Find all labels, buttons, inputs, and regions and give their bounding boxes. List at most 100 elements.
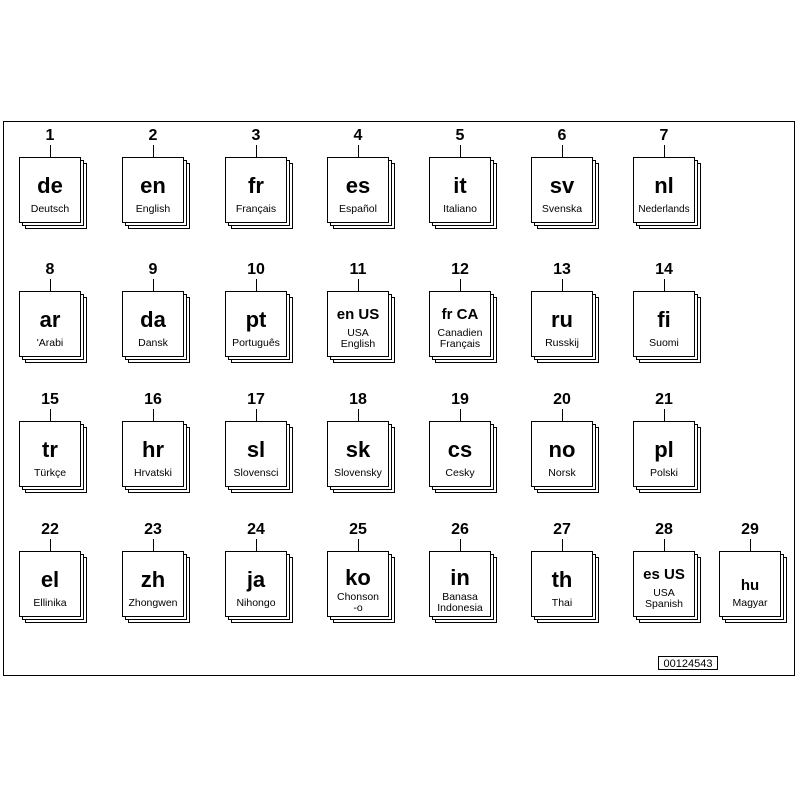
language-code: pt (245, 307, 267, 332)
language-name: Slovensky (334, 467, 382, 479)
book-number: 5 (455, 127, 465, 144)
leader-line (50, 539, 51, 551)
book-number: 27 (553, 521, 571, 538)
language-code: sl (246, 437, 266, 462)
diagram-frame (3, 121, 795, 676)
language-code: es US (643, 566, 685, 583)
language-code: ko (345, 565, 371, 590)
leader-line (256, 145, 257, 157)
language-code: sv (549, 173, 575, 198)
leader-line (460, 145, 461, 157)
language-code: tr (42, 437, 58, 462)
book-number: 11 (349, 261, 367, 278)
leader-line (50, 279, 51, 291)
leader-line (256, 409, 257, 421)
language-code: ar (39, 307, 61, 332)
language-name: English (340, 338, 376, 350)
leader-line (664, 539, 665, 551)
leader-line (50, 409, 51, 421)
language-code: no (548, 437, 576, 462)
language-name: Português (232, 337, 280, 349)
leader-line (664, 409, 665, 421)
leader-line (256, 279, 257, 291)
leader-line (562, 539, 563, 551)
language-name: Chonson (336, 591, 380, 603)
language-code: it (453, 173, 467, 198)
language-name: Magyar (732, 597, 768, 609)
language-name: Slovensci (233, 467, 279, 479)
book-number: 12 (451, 261, 469, 278)
reference-number: 00124543 (658, 656, 718, 670)
language-name: USA (347, 327, 369, 339)
language-name: Indonesia (437, 602, 483, 614)
book-cover: ar'Arabi (19, 291, 81, 357)
language-code: de (37, 173, 63, 198)
language-code: in (450, 565, 470, 590)
book-number: 17 (247, 391, 265, 408)
leader-line (358, 409, 359, 421)
leader-line (153, 539, 154, 551)
language-name: Türkçe (33, 467, 67, 479)
book-number: 19 (451, 391, 469, 408)
book-number: 6 (557, 127, 567, 144)
leader-line (153, 409, 154, 421)
leader-line (562, 279, 563, 291)
language-name: Cesky (445, 467, 475, 479)
book-number: 1 (45, 127, 55, 144)
language-code: da (140, 307, 166, 332)
language-name: USA (653, 587, 675, 599)
book-number: 22 (41, 521, 59, 538)
book-number: 24 (247, 521, 265, 538)
book-number: 25 (349, 521, 367, 538)
language-name: Russkij (545, 337, 579, 349)
language-name: -o (353, 602, 363, 614)
language-name: Français (235, 203, 277, 215)
leader-line (358, 539, 359, 551)
book-number: 16 (144, 391, 162, 408)
language-code: el (40, 567, 60, 592)
leader-line (153, 145, 154, 157)
language-name: Polski (649, 467, 678, 479)
language-code: ja (246, 567, 266, 592)
book-number: 10 (247, 261, 265, 278)
book-number: 13 (553, 261, 571, 278)
language-name: Spanish (645, 598, 683, 610)
language-name: Zhongwen (128, 597, 178, 609)
language-code: pl (654, 437, 674, 462)
book-number: 29 (741, 521, 759, 538)
book-number: 8 (45, 261, 55, 278)
language-name: Suomi (649, 337, 679, 349)
leader-line (664, 279, 665, 291)
language-code: en US (336, 306, 380, 323)
leader-line (750, 539, 751, 551)
